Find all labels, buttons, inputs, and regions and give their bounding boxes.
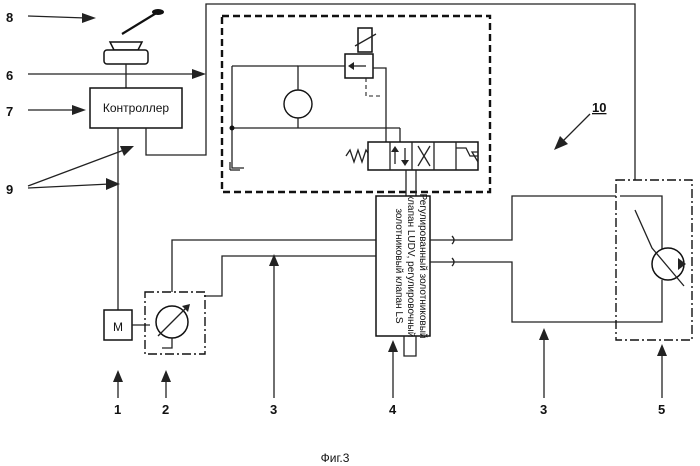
ref-number-6: 6 [6, 68, 13, 83]
valve-label-line-3: золотниковый клапан LS [393, 208, 404, 323]
figure-caption: Фиг.3 [321, 451, 350, 465]
motor-symbol: M [113, 320, 123, 334]
ref-number-7: 7 [6, 104, 13, 119]
valve-block [222, 16, 490, 192]
ref-number-5: 5 [658, 402, 665, 417]
ref-number-2: 2 [162, 402, 169, 417]
ref-number-3a: 3 [270, 402, 277, 417]
ref-number-9: 9 [6, 182, 13, 197]
controller-box: Контроллер [90, 88, 182, 128]
valve-label-line-2: клапан LUDV, регулировочный [405, 195, 416, 338]
valve-label-line-1: Регулированный золотниковый [417, 193, 428, 338]
ref-number-8: 8 [6, 10, 13, 25]
hydraulic-motor-unit [616, 180, 692, 340]
ref-number-3b: 3 [540, 402, 547, 417]
ls-valve-box: Регулированный золотниковый клапан LUDV,… [376, 193, 430, 356]
electric-motor: M [104, 310, 150, 340]
controller-label: Контроллер [103, 101, 170, 115]
pump-assembly [145, 292, 205, 354]
joystick [104, 9, 164, 88]
ref-number-10: 10 [592, 100, 606, 115]
ref-number-1: 1 [114, 402, 121, 417]
ref-number-4: 4 [389, 402, 397, 417]
